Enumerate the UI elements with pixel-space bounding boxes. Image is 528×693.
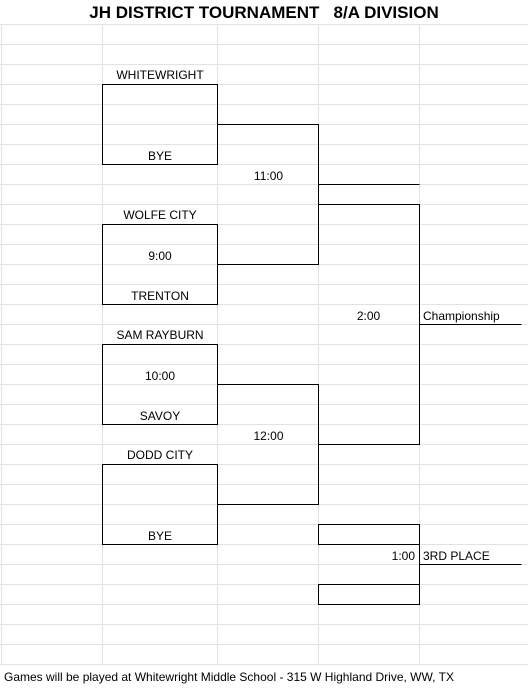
semi-time-2: 12:00 [253,429,284,443]
semi-time-1: 11:00 [253,169,284,183]
semi-bracket-1 [217,124,319,265]
game-time-2: 10:00 [144,369,176,383]
team-dodd-city: DODD CITY [127,448,193,462]
championship-label: Championship [423,309,500,323]
third-place-label: 3RD PLACE [423,549,490,563]
gridlines [0,24,528,665]
page-title: JH DISTRICT TOURNAMENT 8/A DIVISION [89,3,439,22]
team-bye-2: BYE [147,529,172,543]
third-place-time: 1:00 [391,549,415,563]
team-savoy: SAVOY [139,409,181,423]
bracket-lines [102,84,522,605]
team-wolfe-city: WOLFE CITY [123,208,197,222]
third-box-bottom [318,584,420,605]
team-whitewright: WHITEWRIGHT [116,68,204,82]
final-time: 2:00 [356,309,381,323]
match-box-3 [102,344,218,425]
match-box-4 [102,464,218,545]
team-bye-1: BYE [147,149,172,163]
team-sam-rayburn: SAM RAYBURN [116,328,204,342]
match-box-1 [102,84,218,165]
footer-note: Games will be played at Whitewright Midd… [4,670,454,684]
match-box-2 [102,224,218,305]
third-box-top [318,524,420,545]
team-trenton: TRENTON [131,289,189,303]
game-time-1: 9:00 [148,249,172,263]
